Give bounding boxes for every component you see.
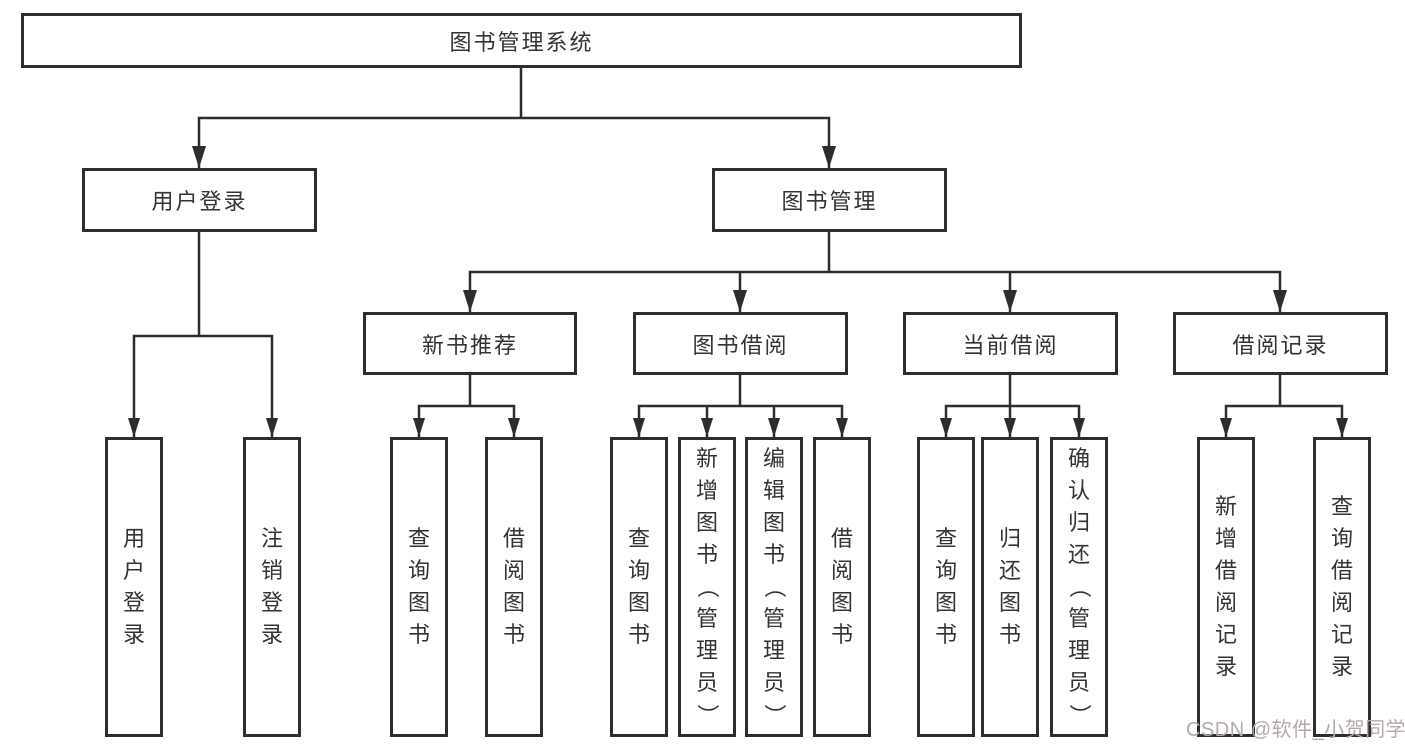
node-book-management: 图书管理 [712, 168, 947, 232]
leaf-logout: 注销登录 [243, 437, 301, 737]
arrowhead [463, 290, 477, 312]
node-label: 借阅记录 [1232, 332, 1329, 358]
arrowhead [701, 418, 713, 437]
connector-records-to-leaves [1224, 372, 1344, 439]
connector-bookmgmt-to-level3 [468, 229, 1282, 314]
connector-root-to-level2 [197, 65, 831, 170]
arrowhead [192, 146, 206, 168]
node-book-borrow: 图书借阅 [633, 312, 848, 375]
leaf-borrow-add-books-admin: 新增图书（管理员） [678, 437, 736, 737]
arrowhead [128, 418, 140, 437]
leaf-user-login: 用户登录 [105, 437, 163, 737]
arrowhead [768, 418, 780, 437]
arrowhead [266, 418, 278, 437]
node-label: 图书借阅 [692, 332, 789, 358]
arrowhead [940, 418, 952, 437]
arrowheads [128, 146, 1348, 437]
leaf-current-confirm-return-admin: 确认归还（管理员） [1050, 437, 1108, 737]
arrowhead [836, 418, 848, 437]
leaf-borrow-borrow-books: 借阅图书 [813, 437, 871, 737]
node-label: 用户登录 [151, 189, 248, 214]
node-label: 图书管理系统 [449, 29, 594, 55]
arrowhead [1003, 290, 1017, 312]
leaf-borrow-edit-books-admin: 编辑图书（管理员） [745, 437, 803, 737]
leaf-records-query-record: 查询借阅记录 [1313, 437, 1371, 737]
node-label: 新书推荐 [421, 332, 518, 358]
arrowhead [1273, 290, 1287, 312]
connector-bookborrow-to-leaves [637, 372, 844, 439]
node-new-book-recommend: 新书推荐 [363, 312, 577, 375]
arrowhead [822, 146, 836, 168]
csdn-watermark: CSDN @软件_小贺同学 [1186, 719, 1405, 741]
leaf-current-return-books: 归还图书 [981, 437, 1039, 737]
leaf-newbook-borrow-books: 借阅图书 [485, 437, 543, 737]
arrowhead [1220, 418, 1232, 437]
node-current-borrow: 当前借阅 [903, 312, 1118, 375]
node-library-system: 图书管理系统 [21, 13, 1022, 68]
arrowhead [508, 418, 520, 437]
node-label: 当前借阅 [962, 332, 1059, 358]
arrowhead [733, 290, 747, 312]
leaf-newbook-query-books: 查询图书 [390, 437, 448, 737]
arrowhead [1004, 418, 1016, 437]
arrowhead [633, 418, 645, 437]
node-borrow-records: 借阅记录 [1173, 312, 1388, 375]
node-label: 图书管理 [781, 189, 878, 214]
connector-newbook-to-leaves [417, 372, 516, 439]
arrowhead [413, 418, 425, 437]
leaf-records-add-record: 新增借阅记录 [1197, 437, 1255, 737]
node-user-login: 用户登录 [82, 168, 317, 232]
leaf-borrow-query-books: 查询图书 [610, 437, 668, 737]
leaf-current-query-books: 查询图书 [917, 437, 975, 737]
arrowhead [1073, 418, 1085, 437]
connector-userlogin-to-leaves [132, 229, 274, 439]
arrowhead [1336, 418, 1348, 437]
